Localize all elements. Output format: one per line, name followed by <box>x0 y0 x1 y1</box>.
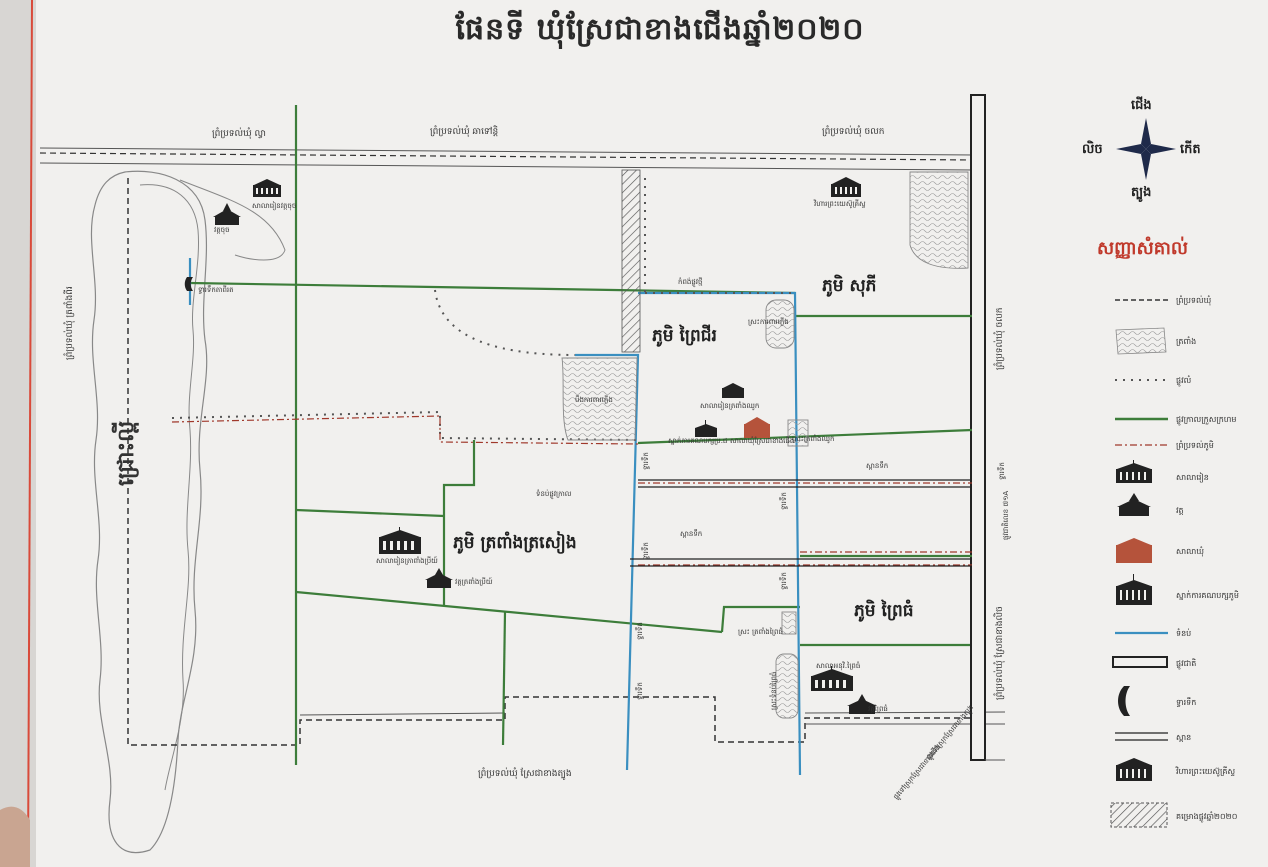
legend-label: ផ្លូវលំ <box>1176 376 1192 385</box>
pagoda-icon <box>425 568 453 588</box>
gate-label-4: ទ្វារទឹក <box>636 682 644 700</box>
commune-hall-label: សាលាឃុំស្រែជាខាងជើង <box>730 437 795 445</box>
wat-nw-label: វត្តចុច <box>214 226 230 234</box>
compass-south: ត្បូង <box>1131 185 1152 200</box>
lake-north-arm <box>179 179 286 261</box>
legend-title: សញ្ញាសំគាល់ <box>1097 238 1189 259</box>
dirt-roads <box>171 178 795 441</box>
commune-border-north <box>39 152 976 161</box>
legend-symbols <box>1110 299 1168 828</box>
border-label-east: ព្រំប្រទល់ឃុំ ចលក <box>995 307 1005 371</box>
school-se-label: សាលាអនុវិ.ព្រៃធំ <box>816 662 861 670</box>
compass-north: ជើង <box>1131 98 1152 113</box>
border-label-south: ព្រំប្រទល់ឃុំ ស្រែជាខាងត្បូង <box>478 769 572 779</box>
bridge-label-2: ស្ពានទឹក <box>866 462 889 470</box>
legend-label: ផ្លូវជាតិ <box>1176 659 1197 668</box>
lake-inner-outline <box>139 184 199 791</box>
commune-hall-legend-icon <box>1116 538 1152 563</box>
gate-label-7: ទ្វារទឹក <box>998 462 1006 480</box>
thumb <box>0 806 30 867</box>
south-road-line-1 <box>299 712 506 716</box>
school-icon <box>253 179 281 197</box>
pagoda-icon <box>847 694 877 714</box>
church-label: វិហារព្រះយេស៊ូគ្រីស្ទ <box>814 200 866 208</box>
pond-east-label: ស្រះត្រពាំងឈូក <box>792 435 835 443</box>
gate-label-6: ទ្វារទឹក <box>780 572 788 590</box>
border-label-west: ព្រំប្រទល់ឃុំ ត្រពាំងពីរ <box>65 286 75 360</box>
gate-label-5: ទ្វារទឹក <box>780 492 788 510</box>
ponds <box>561 171 969 719</box>
border-label-north-3: ព្រំប្រទល់ឃុំ ចលក <box>822 127 885 137</box>
church-icon <box>831 177 861 197</box>
legend-label: វិហារព្រះយេស៊ូគ្រីស្ទ <box>1176 767 1236 776</box>
legend-label: គម្រោងផ្លូវឆ្នាំ២០២០ <box>1176 812 1238 821</box>
church-legend-icon <box>1116 758 1152 781</box>
legend-label: ព្រំប្រទល់ភូមិ <box>1176 441 1214 450</box>
compass-west: លិច <box>1082 142 1103 157</box>
north-road-line-2 <box>39 162 976 171</box>
road-top-label: កំពង់ផ្លូវថ្មី <box>678 278 703 286</box>
legend-label: ស្ពាន <box>1176 733 1192 742</box>
wat-se-label: វត្តព្រៃធំ <box>868 705 888 713</box>
school-trapeang-label: សាលារៀនត្រាពាំងប្រីយ៍ <box>376 557 438 565</box>
village-label-suki: ភូមិ សុភី <box>822 276 877 296</box>
pond-se2-label: ស្រះទំនប់ព្រៃធំ <box>770 671 778 710</box>
legend-label: ផ្លូវក្រាលក្រួសក្រហម <box>1176 415 1237 424</box>
school-icon <box>379 527 421 554</box>
lake-label: ជ្រោះល្ពី <box>114 420 139 486</box>
road-project-2020 <box>621 169 641 353</box>
gate-label-2: ទ្វារទឹក <box>642 542 650 560</box>
legend-label: ទំនប់ <box>1176 629 1192 638</box>
gate-label-1: ទ្វារទឹក <box>642 452 650 470</box>
village-label-trapeang: ភូមិ ត្រពាំងត្រសៀង <box>453 533 577 553</box>
commune-border <box>127 178 975 746</box>
border-label-north-2: ព្រំប្រទល់ឃុំ ឆាទៅន្តិ <box>430 127 499 137</box>
school-icon <box>722 383 744 398</box>
party-office-icon <box>695 420 717 437</box>
party-office-legend-icon <box>1116 574 1152 605</box>
bridge-label-1: ស្ពានទឹក <box>680 530 703 538</box>
school-icon <box>811 666 853 691</box>
border-label-north-1: ព្រំប្រទល់ឃុំ ល្វា <box>212 129 266 139</box>
dam-label: ទំនប់ផ្លូវក្រាល <box>536 490 572 498</box>
legend-label: ទ្វារទឹក <box>1176 698 1197 707</box>
legend-label: សាលាឃុំ <box>1176 547 1204 556</box>
pond-center-label: បឹងការពារភ្លើង <box>575 396 613 404</box>
national-road <box>970 94 986 761</box>
commune-hall-icon <box>744 417 770 438</box>
party-center-label: ស្នាក់ការគណបក្សប្រ.ជ <box>668 437 728 445</box>
legend-label: ព្រំប្រទល់ឃុំ <box>1176 296 1212 305</box>
gate-label-3: ទ្វារទឹក <box>636 622 644 640</box>
national-road-label: ផ្លូវជាតិលេខ ៧១A <box>1002 490 1010 540</box>
compass-rose <box>1116 118 1176 180</box>
legend-label: ត្រពាំង <box>1176 337 1197 346</box>
pond-se-label: ស្រះ ត្រពាំងព្រៃធំ <box>738 628 783 636</box>
legend-label: ស្នាក់ការគណបក្សភូមិ <box>1176 591 1239 600</box>
north-road-line-1 <box>39 147 976 156</box>
lake-outline <box>90 170 208 854</box>
water-gate-icon <box>184 277 193 291</box>
village-borders <box>171 415 972 566</box>
pagoda-legend-icon <box>1117 493 1151 516</box>
legend-label: វត្ត <box>1176 506 1184 515</box>
village-label-prey-tom: ភូមិ ព្រៃធំ <box>854 601 914 621</box>
pagoda-icon <box>213 203 241 225</box>
laterite-roads <box>189 105 973 765</box>
margin-line <box>27 0 33 867</box>
map-title: ផែនទី ឃុំស្រែជាខាងជើងឆ្នាំ២០២០ <box>455 12 865 47</box>
school-legend-icon <box>1116 460 1152 483</box>
school-nw-label: សាលារៀនវត្តចុច <box>252 202 297 210</box>
school-center-label: សាលារៀនត្រពាំងឈូក <box>700 402 760 410</box>
legend-label: សាលារៀន <box>1176 473 1209 482</box>
village-label-preychor: ភូមិ ព្រៃជីរ <box>652 326 717 346</box>
border-label-east-road: ព្រំប្រទល់ឃុំ ស្រែជាខាងលិច <box>995 606 1005 700</box>
gate-west-label: ទ្វារទឹកតាពីរត <box>198 286 234 294</box>
wat-trapeang-label: វត្តត្រពាំងប្រីយ៍ <box>455 578 493 586</box>
pond-suki-label: ស្រះការពារភ្លើង <box>748 318 789 326</box>
bridges <box>630 479 972 567</box>
compass-east: កើត <box>1180 142 1201 157</box>
